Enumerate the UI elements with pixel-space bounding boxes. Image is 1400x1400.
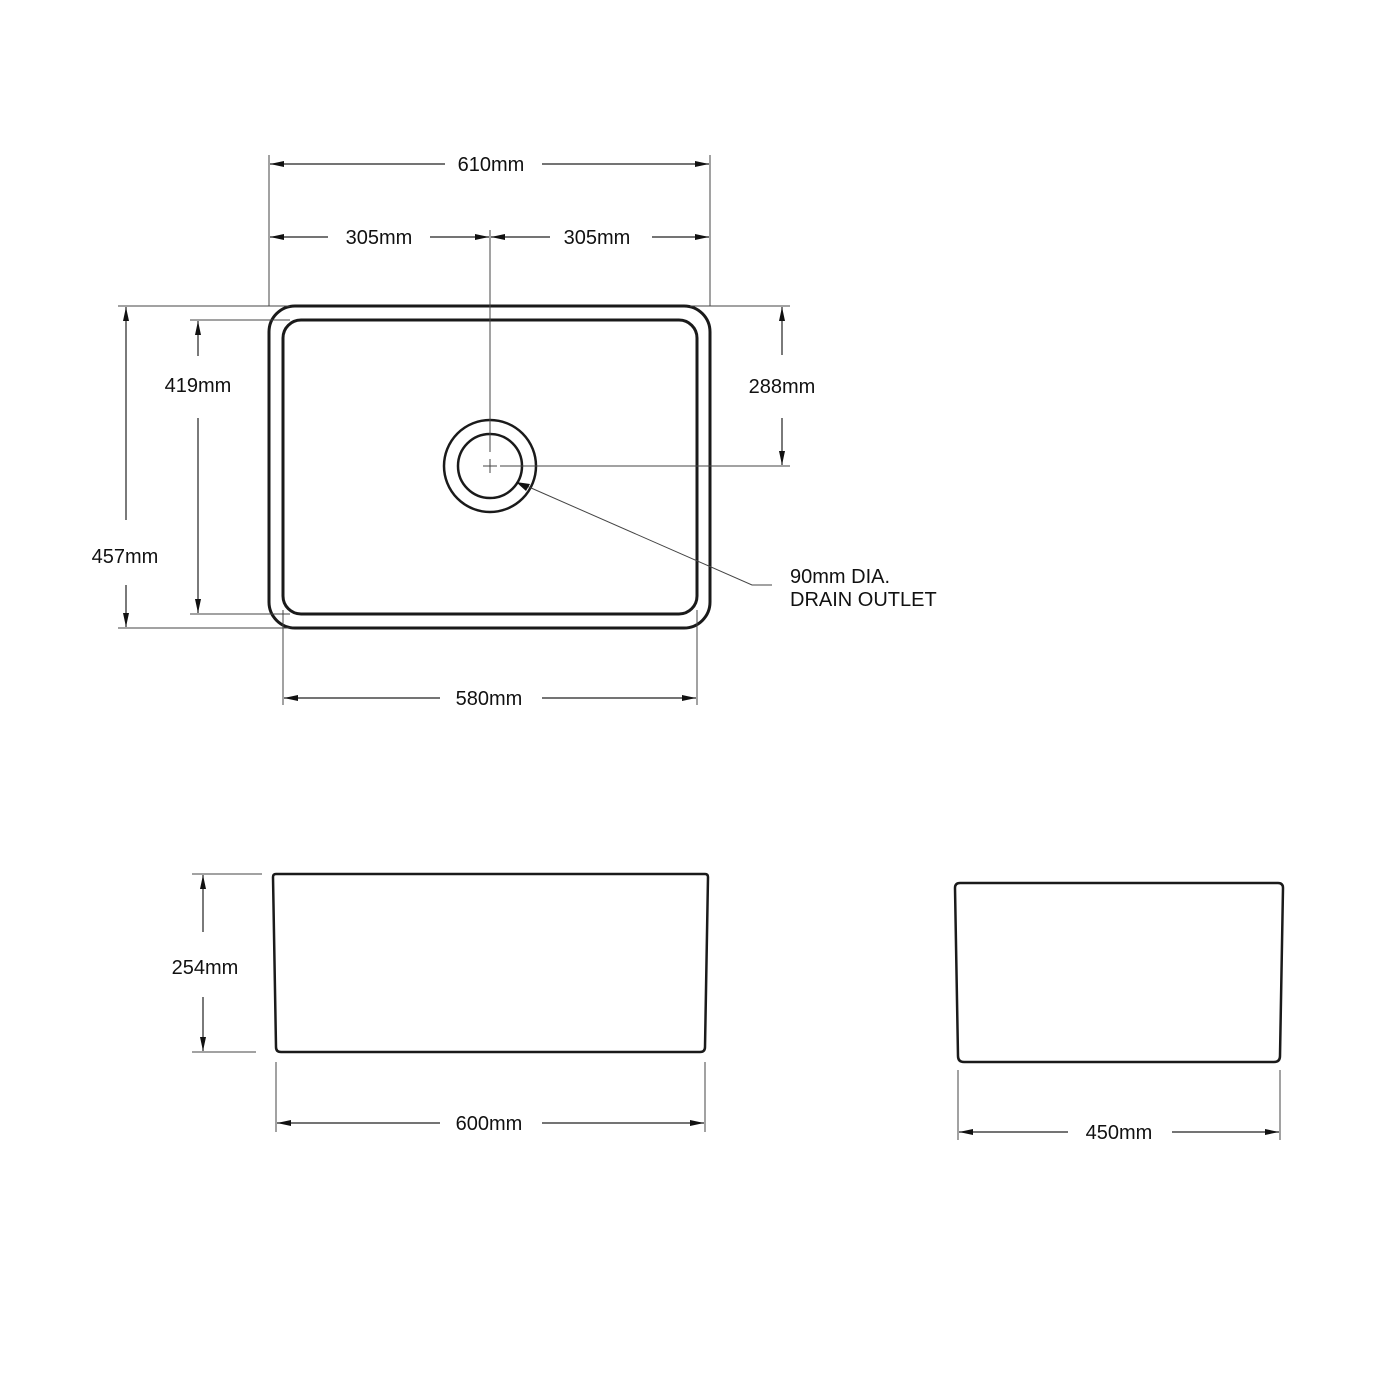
side-view: 450mm [953, 881, 1285, 1144]
drain-note-line2: DRAIN OUTLET [790, 589, 937, 611]
plan-view: 610mm 305mm 305mm 457mm 419mm 288mm 580m… [92, 154, 937, 710]
drain-note-line1: 90mm DIA. [790, 566, 890, 588]
dim-side-width: 450mm [1086, 1122, 1153, 1144]
dim-overall-depth: 457mm [92, 546, 159, 568]
dim-overall-width: 610mm [458, 154, 525, 176]
dim-front-width: 600mm [456, 1113, 523, 1135]
dim-inner-depth: 419mm [165, 375, 232, 397]
dim-drain-offset: 288mm [749, 376, 816, 398]
dim-half-width-right: 305mm [564, 227, 631, 249]
dim-half-width-left: 305mm [346, 227, 413, 249]
front-view-outline [271, 872, 710, 1054]
dim-inner-width: 580mm [456, 688, 523, 710]
front-view: 254mm 600mm [172, 872, 710, 1135]
dim-front-height: 254mm [172, 957, 239, 979]
side-view-outline [953, 881, 1285, 1064]
